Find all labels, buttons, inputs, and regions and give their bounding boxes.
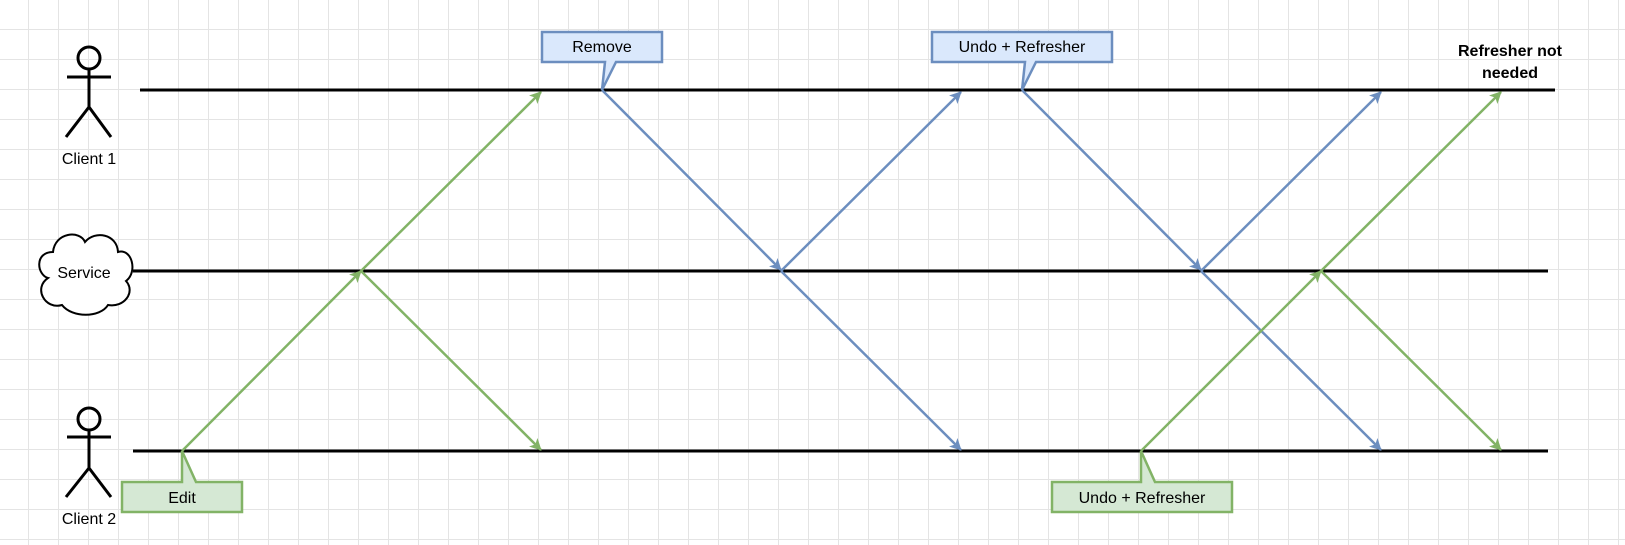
- undo2-arrow-service-to-client1[interactable]: [1320, 91, 1502, 272]
- remove-arrow-client1-to-service[interactable]: [601, 89, 782, 271]
- undo2-arrow-client2-to-service[interactable]: [1140, 270, 1322, 452]
- client2-label: Client 2: [62, 511, 116, 528]
- refresher-note-line2: needed: [1482, 65, 1538, 82]
- undo2-arrow-service-to-client2[interactable]: [1320, 270, 1502, 451]
- edit-arrow-service-to-client2[interactable]: [360, 270, 542, 451]
- client1-label: Client 1: [62, 151, 116, 168]
- client2-actor-icon[interactable]: [64, 406, 113, 498]
- undo-refresher-callout-client2-label: Undo + Refresher: [1079, 490, 1206, 507]
- edit-callout[interactable]: Edit: [120, 450, 244, 514]
- remove-arrow-service-to-client2[interactable]: [780, 270, 962, 451]
- remove-callout[interactable]: Remove: [540, 30, 664, 91]
- undo-refresher-callout-client1-label: Undo + Refresher: [959, 39, 1086, 56]
- remove-arrow-service-to-client1[interactable]: [780, 91, 962, 272]
- undo-refresher-callout-client1[interactable]: Undo + Refresher: [930, 30, 1114, 91]
- undo1-arrow-client1-to-service[interactable]: [1021, 89, 1202, 271]
- edit-callout-label: Edit: [168, 490, 196, 507]
- client1-actor-icon[interactable]: [64, 45, 113, 138]
- service-cloud-icon[interactable]: [38, 233, 134, 316]
- undo-refresher-callout-client2[interactable]: Undo + Refresher: [1050, 450, 1234, 514]
- remove-callout-label: Remove: [572, 39, 632, 56]
- edit-arrow-client2-to-service[interactable]: [181, 270, 362, 452]
- undo1-arrow-service-to-client1[interactable]: [1200, 91, 1382, 272]
- edit-arrow-service-to-client1[interactable]: [360, 91, 542, 272]
- undo1-arrow-service-to-client2[interactable]: [1200, 270, 1382, 451]
- refresher-note-line1: Refresher not: [1458, 43, 1563, 60]
- service-label: Service: [57, 265, 110, 282]
